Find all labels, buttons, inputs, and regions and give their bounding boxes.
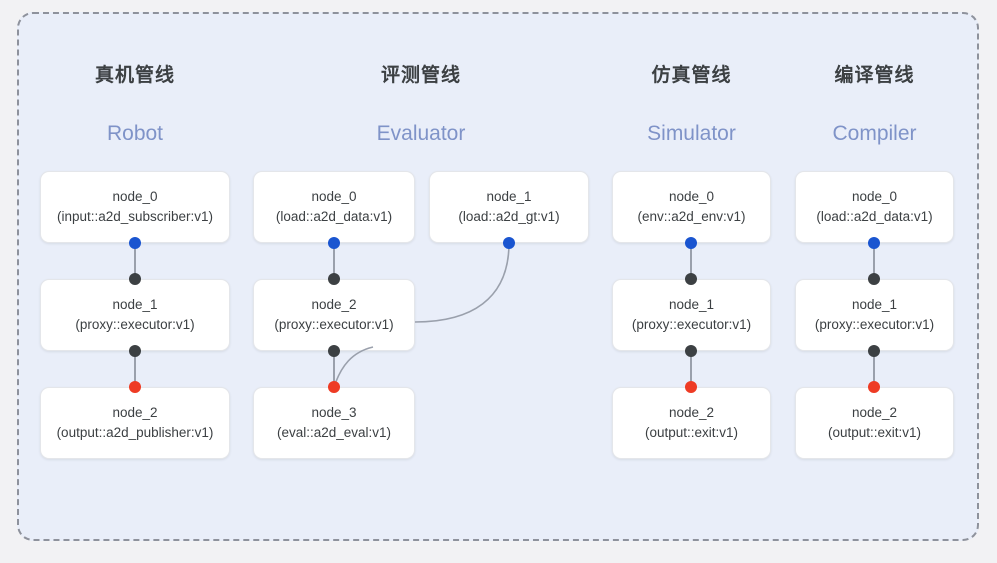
node-type: (proxy::executor:v1) bbox=[274, 317, 394, 332]
node-name: node_0 bbox=[668, 189, 715, 204]
node-simulator-1[interactable]: node_1 (proxy::executor:v1) bbox=[612, 279, 771, 351]
node-compiler-0[interactable]: node_0 (load::a2d_data:v1) bbox=[795, 171, 954, 243]
node-type: (proxy::executor:v1) bbox=[631, 317, 752, 332]
node-type: (env::a2d_env:v1) bbox=[637, 209, 746, 224]
node-simulator-2[interactable]: node_2 (output::exit:v1) bbox=[612, 387, 771, 459]
node-type: (output::exit:v1) bbox=[644, 425, 739, 440]
column-title-compiler: 编译管线 bbox=[834, 65, 915, 86]
node-name: node_1 bbox=[668, 297, 715, 312]
node-type: (eval::a2d_eval:v1) bbox=[276, 425, 392, 440]
node-name: node_2 bbox=[668, 405, 715, 420]
node-evaluator-2[interactable]: node_2 (proxy::executor:v1) bbox=[253, 279, 415, 351]
node-name: node_2 bbox=[311, 297, 357, 312]
node-compiler-2[interactable]: node_2 (output::exit:v1) bbox=[795, 387, 954, 459]
node-name: node_1 bbox=[486, 189, 532, 204]
node-robot-1[interactable]: node_1 (proxy::executor:v1) bbox=[40, 279, 230, 351]
column-subtitle-simulator: Simulator bbox=[647, 122, 736, 145]
node-type: (load::a2d_data:v1) bbox=[816, 209, 933, 224]
node-name: node_2 bbox=[851, 405, 898, 420]
node-compiler-1[interactable]: node_1 (proxy::executor:v1) bbox=[795, 279, 954, 351]
node-name: node_3 bbox=[311, 405, 357, 420]
node-simulator-0[interactable]: node_0 (env::a2d_env:v1) bbox=[612, 171, 771, 243]
node-type: (proxy::executor:v1) bbox=[75, 317, 195, 332]
node-name: node_2 bbox=[112, 405, 158, 420]
node-type: (proxy::executor:v1) bbox=[814, 317, 935, 332]
column-subtitle-compiler: Compiler bbox=[832, 122, 917, 145]
column-subtitle-robot: Robot bbox=[106, 122, 164, 145]
node-robot-2[interactable]: node_2 (output::a2d_publisher:v1) bbox=[40, 387, 230, 459]
node-robot-0[interactable]: node_0 (input::a2d_subscriber:v1) bbox=[40, 171, 230, 243]
column-title-robot: 真机管线 bbox=[94, 65, 175, 86]
node-evaluator-0[interactable]: node_0 (load::a2d_data:v1) bbox=[253, 171, 415, 243]
node-name: node_1 bbox=[112, 297, 158, 312]
column-title-evaluator: 评测管线 bbox=[380, 65, 461, 86]
node-evaluator-1[interactable]: node_1 (load::a2d_gt:v1) bbox=[429, 171, 589, 243]
column-title-simulator: 仿真管线 bbox=[651, 65, 732, 86]
node-name: node_0 bbox=[851, 189, 898, 204]
node-type: (output::a2d_publisher:v1) bbox=[56, 425, 214, 440]
node-type: (output::exit:v1) bbox=[827, 425, 922, 440]
column-subtitle-evaluator: Evaluator bbox=[376, 122, 466, 145]
node-type: (load::a2d_gt:v1) bbox=[458, 209, 560, 224]
node-type: (load::a2d_data:v1) bbox=[275, 209, 393, 224]
node-name: node_0 bbox=[112, 189, 158, 204]
node-type: (input::a2d_subscriber:v1) bbox=[56, 209, 214, 224]
node-name: node_1 bbox=[851, 297, 898, 312]
node-name: node_0 bbox=[311, 189, 357, 204]
node-evaluator-3[interactable]: node_3 (eval::a2d_eval:v1) bbox=[253, 387, 415, 459]
